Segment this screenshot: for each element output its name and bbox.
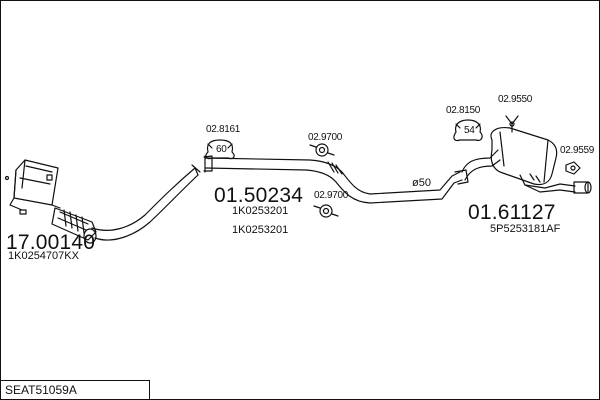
- clamp-front-number: 02.8161: [206, 124, 241, 135]
- hanger-rear-top-drawing: [505, 115, 519, 133]
- diagram-code: SEAT51059A: [5, 383, 77, 397]
- rear-part-oem: 5P5253181AF: [490, 223, 561, 235]
- front-part-oem: 1K0254707KX: [8, 250, 79, 262]
- front-pipe-drawing: [91, 164, 201, 241]
- clamp-rear-number: 02.8150: [446, 105, 481, 116]
- middle-part-oem-2: 1K0253201: [232, 224, 289, 236]
- hanger-rear-top-number: 02.9550: [498, 94, 533, 105]
- middle-part-oem-1: 1K0253201: [232, 205, 289, 217]
- hanger-mid-top-number: 02.9700: [308, 132, 343, 143]
- clamp-rear-drawing: [453, 119, 483, 142]
- clamp-front-badge: 60: [216, 144, 227, 155]
- rear-part-number: 01.61127: [468, 201, 556, 224]
- front-part-number: 17.00140: [6, 231, 96, 254]
- hanger-rear-tail-drawing: [565, 161, 581, 175]
- footer-box: [0, 380, 150, 399]
- clamp-front-drawing: [205, 139, 235, 160]
- pipe-diameter-label: ø50: [412, 177, 431, 189]
- clamp-rear-badge: 54: [464, 125, 475, 136]
- hanger-mid-bottom-drawing: [313, 204, 339, 218]
- hanger-mid-top-drawing: [309, 143, 335, 157]
- middle-part-number: 01.50234: [214, 184, 304, 207]
- hanger-rear-tail-number: 02.9559: [560, 145, 595, 156]
- catalytic-converter-drawing: [4, 159, 97, 244]
- rear-silencer-drawing: [461, 127, 592, 194]
- hanger-mid-bottom-number: 02.9700: [314, 190, 349, 201]
